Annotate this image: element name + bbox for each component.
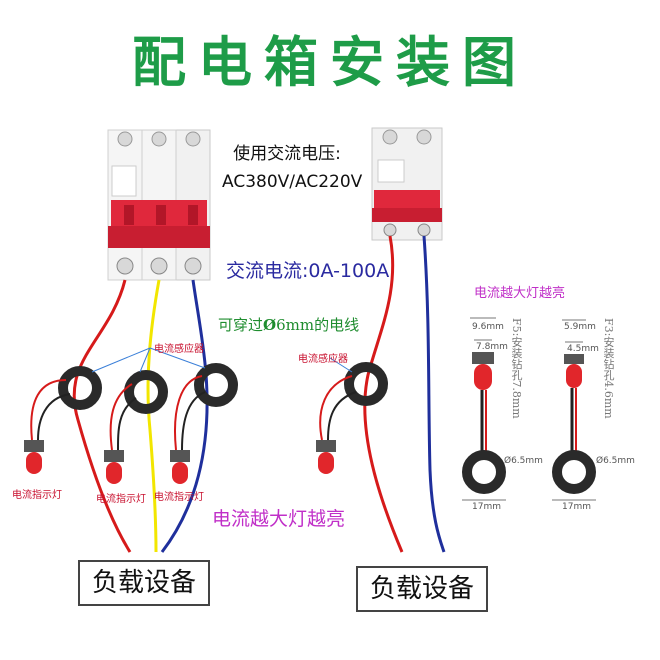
f3-ring-width: 17mm — [562, 502, 591, 512]
f3-spec: F3:安装钻孔4.6mm — [602, 318, 615, 419]
red-wire-right — [363, 235, 404, 553]
load-device-left: 负载设备 — [78, 560, 210, 606]
wire-note-suffix: 6mm的电线 — [276, 316, 360, 334]
f5-ring-diameter: Ø6.5mm — [504, 456, 543, 466]
indicator-label: 电流指示灯 — [96, 494, 146, 505]
indicator-label: 电流指示灯 — [154, 492, 204, 503]
voltage-label: 使用交流电压: — [233, 144, 341, 164]
f5-ring-width: 17mm — [472, 502, 501, 512]
f5-outer-dim: 9.6mm — [472, 322, 504, 332]
indicator-label: 电流指示灯 — [12, 490, 62, 501]
current-range: 交流电流:0A-100A — [226, 260, 390, 282]
voltage-value: AC380V/AC220V — [222, 172, 363, 192]
current-sensor — [58, 363, 238, 414]
f3-outer-dim: 5.9mm — [564, 322, 596, 332]
led-f3-drawing — [552, 319, 596, 501]
yellow-wire — [146, 279, 161, 553]
voltage-info: 使用交流电压: AC380V/AC220V — [222, 140, 363, 196]
led-f5-drawing — [462, 317, 506, 501]
current-sensor-right — [344, 362, 388, 406]
sensor-label-right: 电流感应器 — [298, 354, 348, 365]
red-wire — [72, 279, 132, 553]
diameter-icon: Ø — [263, 316, 277, 334]
wire-note: 可穿过Ø6mm的电线 — [218, 314, 359, 335]
load-device-right: 负载设备 — [356, 566, 488, 612]
indicator-led — [24, 440, 190, 484]
sensor-label: 电流感应器 — [154, 344, 204, 355]
f3-inner-dim: 4.5mm — [567, 344, 599, 354]
three-pole-breaker — [107, 129, 211, 281]
brightness-note-right: 电流越大灯越亮 — [474, 286, 566, 301]
f3-ring-diameter: Ø6.5mm — [596, 456, 635, 466]
blue-wire — [160, 279, 209, 553]
page-title: 配电箱安装图 — [132, 30, 528, 94]
f5-inner-dim: 7.8mm — [476, 342, 508, 352]
two-pole-breaker — [371, 127, 443, 241]
blue-wire-right — [422, 235, 446, 553]
wire-note-prefix: 可穿过 — [218, 316, 264, 334]
f5-spec: F5:安装钻孔7.8mm — [510, 318, 523, 419]
brightness-note: 电流越大灯越亮 — [212, 508, 346, 530]
